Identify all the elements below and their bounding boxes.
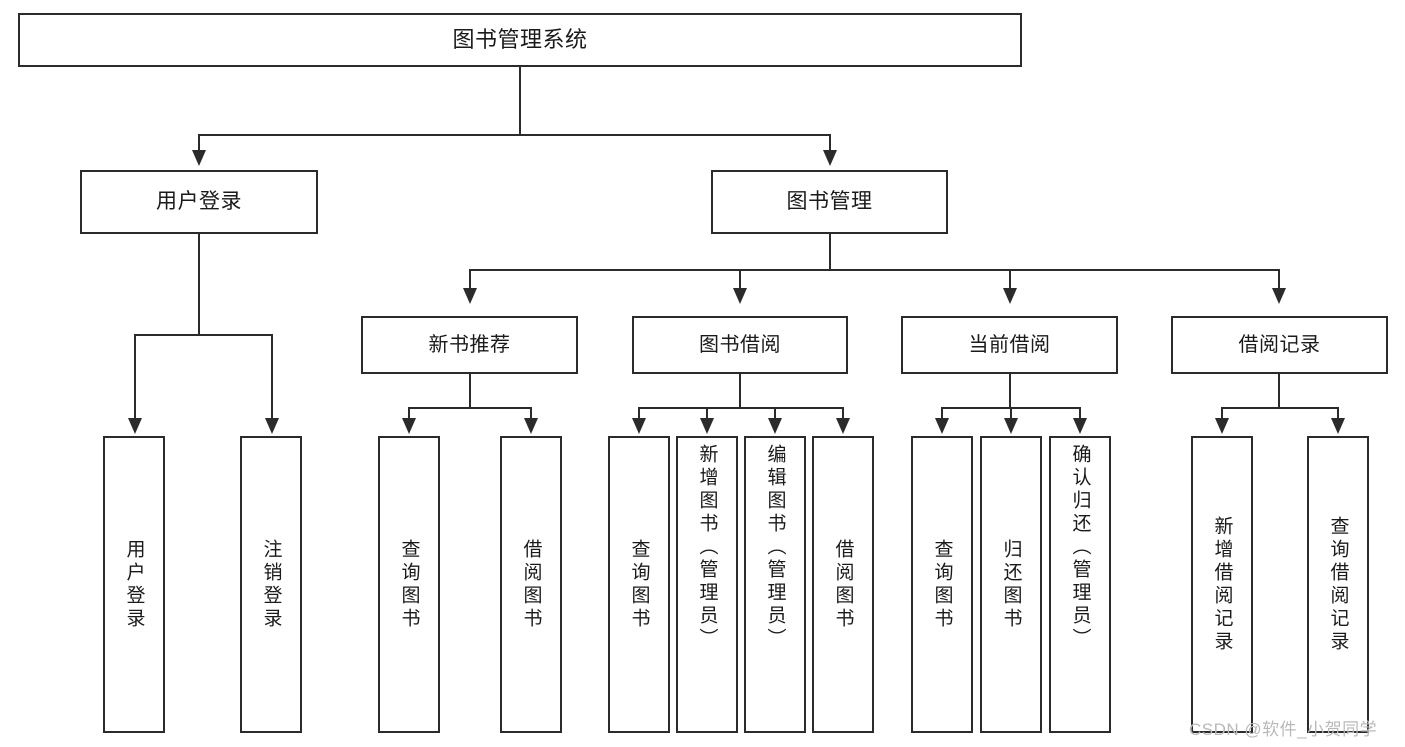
arrow-borrow-record-leaf2 xyxy=(1331,418,1345,434)
connector-user-login-leaf2 xyxy=(271,334,273,420)
leaf-user-login-logout[interactable]: 注销登录 xyxy=(240,436,302,733)
connector-book-borrow-leaf3 xyxy=(774,407,776,420)
connector-current-borrow-stem xyxy=(1009,374,1011,409)
node-borrow-record[interactable]: 借阅记录 xyxy=(1171,316,1388,374)
node-new-book-recommend[interactable]: 新书推荐 xyxy=(361,316,578,374)
connector-user-login-stem xyxy=(198,234,200,335)
arrow-book-manage-to-current xyxy=(1003,288,1017,304)
connector-current-borrow-leaf3 xyxy=(1079,407,1081,420)
leaf-label: 查询图书 xyxy=(931,538,953,631)
leaf-new-book-query[interactable]: 查询图书 xyxy=(378,436,440,733)
connector-new-book-leaf2 xyxy=(530,407,532,420)
node-book-manage[interactable]: 图书管理 xyxy=(711,170,948,234)
leaf-label: 用户登录 xyxy=(123,538,145,631)
watermark-text: CSDN @软件_小贺同学 xyxy=(1189,720,1378,739)
arrow-borrow-record-leaf1 xyxy=(1215,418,1229,434)
leaf-label: 查询借阅记录 xyxy=(1327,515,1349,654)
arrow-new-book-leaf2 xyxy=(524,418,538,434)
connector-root-stem xyxy=(519,67,521,135)
arrow-current-borrow-leaf2 xyxy=(1004,418,1018,434)
connector-new-book-stem xyxy=(469,374,471,409)
node-user-login[interactable]: 用户登录 xyxy=(80,170,318,234)
leaf-current-borrow-return[interactable]: 归还图书 xyxy=(980,436,1042,733)
leaf-current-borrow-query[interactable]: 查询图书 xyxy=(911,436,973,733)
leaf-label: 查询图书 xyxy=(398,538,420,631)
connector-book-borrow-leaf4 xyxy=(842,407,844,420)
connector-book-manage-to-record xyxy=(1278,269,1280,289)
arrow-book-borrow-leaf3 xyxy=(768,418,782,434)
leaf-book-borrow-edit[interactable]: 编辑图书（管理员） xyxy=(744,436,806,733)
node-label: 图书管理 xyxy=(786,190,873,214)
arrow-book-manage-to-record xyxy=(1272,288,1286,304)
leaf-label: 借阅图书 xyxy=(832,538,854,631)
arrow-book-borrow-leaf1 xyxy=(632,418,646,434)
leaf-label: 确认归还（管理员） xyxy=(1069,444,1091,651)
leaf-book-borrow-borrow[interactable]: 借阅图书 xyxy=(812,436,874,733)
connector-book-manage-stem xyxy=(829,234,831,270)
arrow-root-to-book-manage xyxy=(823,150,837,166)
node-label: 图书借阅 xyxy=(699,333,781,356)
connector-current-borrow-leaf1 xyxy=(941,407,943,420)
connector-user-login-leaf1 xyxy=(134,334,136,420)
connector-book-borrow-leaf1 xyxy=(638,407,640,420)
connector-book-borrow-bar xyxy=(638,407,844,409)
arrow-current-borrow-leaf3 xyxy=(1073,418,1087,434)
leaf-borrow-record-add[interactable]: 新增借阅记录 xyxy=(1191,436,1253,733)
connector-new-book-bar xyxy=(408,407,531,409)
arrow-book-manage-to-borrow xyxy=(733,288,747,304)
arrow-book-borrow-leaf4 xyxy=(836,418,850,434)
connector-borrow-record-leaf1 xyxy=(1221,407,1223,420)
connector-current-borrow-leaf2 xyxy=(1010,407,1012,420)
connector-book-manage-to-current xyxy=(1009,269,1011,289)
connector-borrow-record-bar xyxy=(1221,407,1338,409)
arrow-user-login-leaf2 xyxy=(265,418,279,434)
node-label: 新书推荐 xyxy=(428,333,511,356)
leaf-book-borrow-add[interactable]: 新增图书（管理员） xyxy=(676,436,738,733)
connector-book-borrow-stem xyxy=(739,374,741,409)
node-label: 用户登录 xyxy=(156,190,242,214)
node-root-system[interactable]: 图书管理系统 xyxy=(18,13,1022,67)
connector-root-bar xyxy=(198,134,830,136)
arrow-current-borrow-leaf1 xyxy=(935,418,949,434)
connector-new-book-leaf1 xyxy=(408,407,410,420)
node-label: 当前借阅 xyxy=(968,333,1051,356)
connector-user-login-bar xyxy=(134,334,272,336)
arrow-root-to-user-login xyxy=(192,150,206,166)
connector-borrow-record-leaf2 xyxy=(1337,407,1339,420)
leaf-label: 注销登录 xyxy=(260,538,282,631)
connector-book-manage-to-new-book xyxy=(469,269,471,289)
node-current-borrow[interactable]: 当前借阅 xyxy=(901,316,1118,374)
leaf-new-book-borrow[interactable]: 借阅图书 xyxy=(500,436,562,733)
connector-book-manage-bar xyxy=(469,269,1279,271)
leaf-label: 新增图书（管理员） xyxy=(696,444,718,651)
arrow-book-manage-to-new-book xyxy=(463,288,477,304)
node-label: 借阅记录 xyxy=(1238,333,1321,356)
connector-book-manage-to-borrow xyxy=(739,269,741,289)
arrow-new-book-leaf1 xyxy=(402,418,416,434)
node-label: 图书管理系统 xyxy=(452,26,588,52)
connector-book-borrow-leaf2 xyxy=(706,407,708,420)
leaf-user-login-login[interactable]: 用户登录 xyxy=(103,436,165,733)
node-book-borrow[interactable]: 图书借阅 xyxy=(632,316,848,374)
leaf-label: 查询图书 xyxy=(628,538,650,631)
leaf-book-borrow-query[interactable]: 查询图书 xyxy=(608,436,670,733)
leaf-label: 借阅图书 xyxy=(520,538,542,631)
connector-root-to-book-manage xyxy=(829,134,831,154)
leaf-current-borrow-confirm-return[interactable]: 确认归还（管理员） xyxy=(1049,436,1111,733)
connector-borrow-record-stem xyxy=(1278,374,1280,409)
connector-root-to-user-login xyxy=(198,134,200,154)
leaf-label: 归还图书 xyxy=(1000,538,1022,631)
leaf-borrow-record-query[interactable]: 查询借阅记录 xyxy=(1307,436,1369,733)
arrow-user-login-leaf1 xyxy=(128,418,142,434)
leaf-label: 新增借阅记录 xyxy=(1211,515,1233,654)
arrow-book-borrow-leaf2 xyxy=(700,418,714,434)
leaf-label: 编辑图书（管理员） xyxy=(764,444,786,651)
csdn-watermark: CSDN @软件_小贺同学 xyxy=(1189,715,1377,740)
